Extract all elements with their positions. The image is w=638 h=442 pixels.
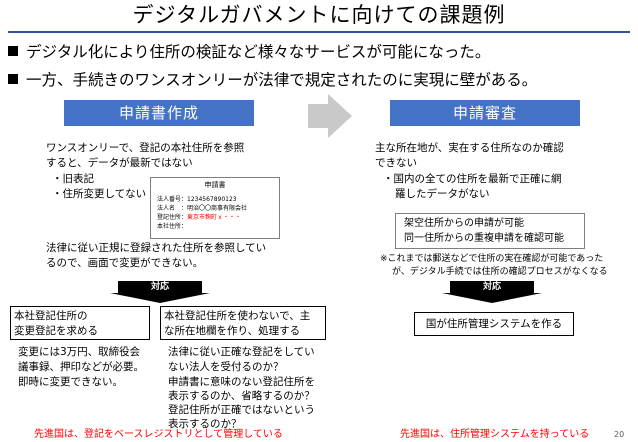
consequence-a-1: 変更には3万円、取締役会 <box>18 346 141 358</box>
action-b-line1: 本社登記住所を使わないで、主 <box>164 310 311 322</box>
bullet-text-2: 一方、手続きのワンスオンリーが法律で規定されたのに実現に壁がある。 <box>26 71 538 89</box>
form-title: 申請書 <box>204 181 226 189</box>
form-line-corp-name: 法人名 ：明治〇〇商事有限会社 <box>157 205 248 212</box>
bullet-item-1: デジタル化により住所の検証など様々なサービスが可能になった。 <box>8 42 490 62</box>
action-box-main-location: 本社登記住所を使わないで、主 な所在地欄を作り、処理する <box>160 306 326 340</box>
right-desc-line2: できない <box>375 157 417 169</box>
form-line-corp-number: 法人番号：1234567890123 <box>157 196 237 203</box>
bullet-item-2: 一方、手続きのワンスオンリーが法律で規定されたのに実現に壁がある。 <box>8 70 537 90</box>
action-a-line2: 変更登記を求める <box>14 325 98 337</box>
taiou-arrow-left: 対応 <box>118 281 202 293</box>
title-underline <box>8 31 630 33</box>
action-box-change-registration: 本社登記住所の 変更登記を求める <box>10 306 150 340</box>
down-arrow-icon-right <box>442 293 542 303</box>
left-header: 申請書作成 <box>64 100 254 126</box>
consequence-b-4: 表示するのか、省略するのか？ <box>168 390 315 402</box>
footer-right-note: 先進国は、住所管理システムを持っている <box>400 429 590 440</box>
left-item-2: ・住所変更してない <box>52 188 147 200</box>
application-form-sample: 申請書 法人番号：1234567890123 法人名 ：明治〇〇商事有限会社 登… <box>150 177 280 239</box>
right-note-line1: ※これまでは郵送などで住所の実在確認が可能であった <box>380 254 604 264</box>
right-item-1: ・国内の全ての住所を最新で正確に網 <box>383 173 562 185</box>
risk-line-1: 架空住所からの申請が可能 <box>404 218 524 229</box>
page-title: デジタルガバメントに向けての課題例 <box>132 3 506 27</box>
taiou-arrow-right: 対応 <box>450 281 534 293</box>
right-note-line2: が、デジタル手続では住所の確認プロセスがなくなる <box>392 267 608 277</box>
consequence-b-2: ない法人を受付るのか？ <box>168 361 284 373</box>
square-bullet-icon <box>8 74 18 84</box>
footer-left-note: 先進国は、登記をベースレジストリとして管理している <box>34 429 283 440</box>
consequence-b-3: 申請書に意味のない登記住所を <box>168 376 315 388</box>
process-arrow-icon <box>328 94 352 138</box>
action-a-line1: 本社登記住所の <box>14 310 88 322</box>
form-registered-label: 登記住所： <box>157 214 188 221</box>
right-item-2: 羅したデータがない <box>395 188 490 200</box>
action-b-line2: な所在地欄を作り、処理する <box>164 325 301 337</box>
left-law-line2: るので、画面で変更ができない。 <box>46 257 204 269</box>
right-header: 申請審査 <box>390 100 580 126</box>
right-desc-line1: 主な所在地が、実在する住所なのか確認 <box>375 142 564 154</box>
square-bullet-icon <box>8 46 18 56</box>
left-desc-line2: すると、データが最新ではない <box>46 157 193 169</box>
down-arrow-icon-left <box>110 293 210 303</box>
risk-box: 架空住所からの申請が可能 同一住所からの重複申請を確認可能 <box>395 213 585 249</box>
consequence-b-1: 法律に従い正確な登記をしてい <box>168 346 315 358</box>
bullet-text-1: デジタル化により住所の検証など様々なサービスが可能になった。 <box>26 43 491 61</box>
process-arrow-shaft <box>308 104 328 128</box>
consequence-b-6: 表示するのか？ <box>168 418 242 430</box>
form-registered-value: 東京市麹町ｘ・・・ <box>187 214 242 221</box>
consequence-a-3: 即時に変更できない。 <box>18 376 123 388</box>
risk-line-2: 同一住所からの重複申請を確認可能 <box>404 233 564 244</box>
page-number: 20 <box>614 430 625 439</box>
left-law-line1: 法律に従い正規に登録された住所を参照してい <box>46 242 267 254</box>
form-line-registered-address: 登記住所：東京市麹町ｘ・・・ <box>157 214 241 222</box>
left-item-1: ・旧表記 <box>52 173 94 185</box>
action-box-address-system: 国が住所管理システムを作る <box>414 312 574 336</box>
form-line-head-office: 本社住所： <box>157 223 188 230</box>
action-c-line1: 国が住所管理システムを作る <box>425 318 563 330</box>
left-desc-line1: ワンスオンリーで、登記の本社住所を参照 <box>46 142 245 154</box>
consequence-b-5: 登記住所が正確ではないという <box>168 404 315 416</box>
consequence-a-2: 議事録、押印などが必要。 <box>18 361 144 373</box>
